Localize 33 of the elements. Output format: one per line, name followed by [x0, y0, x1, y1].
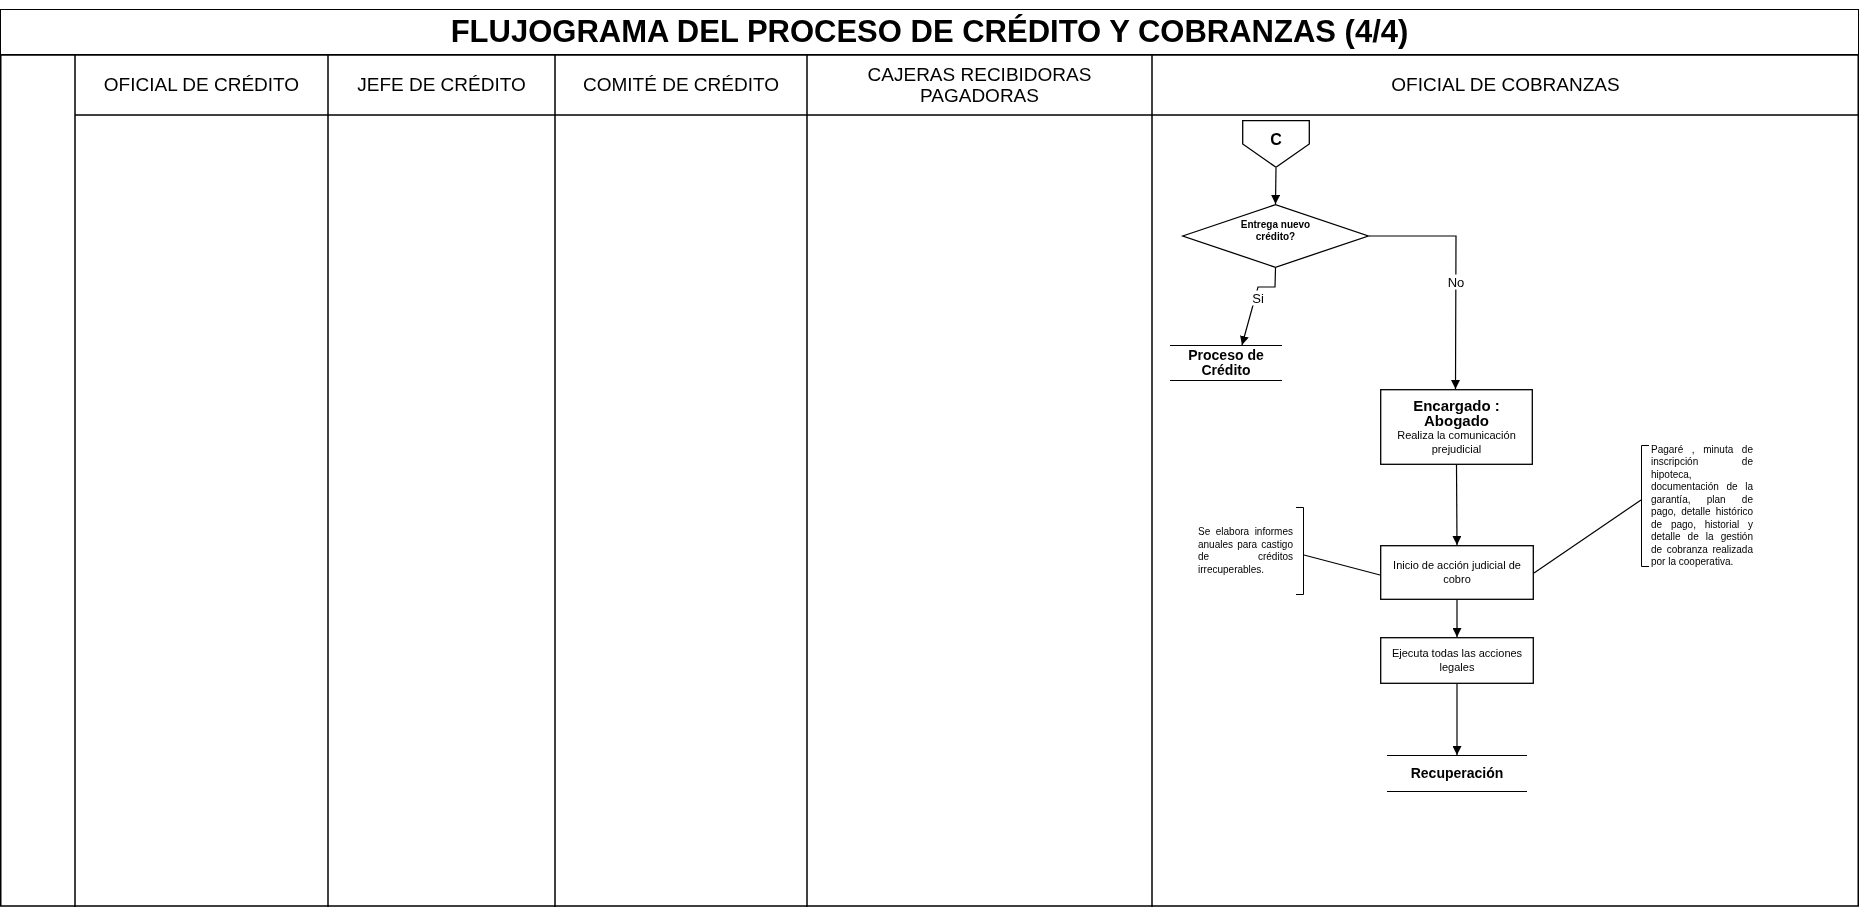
arrow [1452, 683, 1462, 756]
process-box [1380, 545, 1534, 600]
lane-header: OFICIAL DE CRÉDITO [102, 73, 301, 98]
box-text: Ejecuta todas las acciones legales [1390, 646, 1524, 675]
box-heading: Encargado : Abogado [1412, 397, 1501, 429]
box-text: Inicio de acción judicial de cobro [1392, 558, 1522, 587]
lane-header: OFICIAL DE COBRANZAS [1390, 73, 1621, 98]
terminal-text: Proceso de Crédito [1187, 347, 1265, 379]
title-bar: FLUJOGRAMA DEL PROCESO DE CRÉDITO Y COBRANZAS (4/4) [0, 9, 1859, 55]
edge-label: No [1445, 274, 1467, 290]
connector-letter: C [1270, 131, 1282, 149]
terminal-marker [1170, 345, 1282, 381]
annotation-note [1195, 507, 1304, 595]
arrow [1368, 235, 1461, 390]
note-text: Se elabora informes anuales para castigo de créditos irrecuperables. [1198, 526, 1293, 576]
terminal-marker [1387, 755, 1527, 792]
process-box [1380, 637, 1534, 684]
lane-header: COMITÉ DE CRÉDITO [582, 73, 780, 98]
edge-label: Si [1250, 290, 1266, 306]
note-text: Pagaré , minuta de inscripción de hipoteca, documentación de la garantía, plan de pago, detalle histórico de pago, historial y detalle de la gestión de cobranza realizada por la cooperativa. [1651, 443, 1753, 569]
box-text: Realiza la comunicación prejudicial [1396, 429, 1517, 457]
lane-header: JEFE DE CRÉDITO [356, 73, 527, 98]
decision-text: Entrega nuevo crédito? [1239, 219, 1312, 243]
arrow [1271, 167, 1281, 205]
terminal-text: Recuperación [1410, 765, 1504, 782]
leader-line [1303, 554, 1381, 576]
process-box [1380, 389, 1533, 465]
leader-line [1533, 499, 1642, 574]
off-page-connector [1242, 120, 1310, 168]
lane-header: CAJERAS RECIBIDORAS PAGADORAS [866, 62, 1093, 108]
arrow [1452, 599, 1462, 638]
decision-diamond [1182, 204, 1369, 268]
arrow [1452, 464, 1462, 546]
